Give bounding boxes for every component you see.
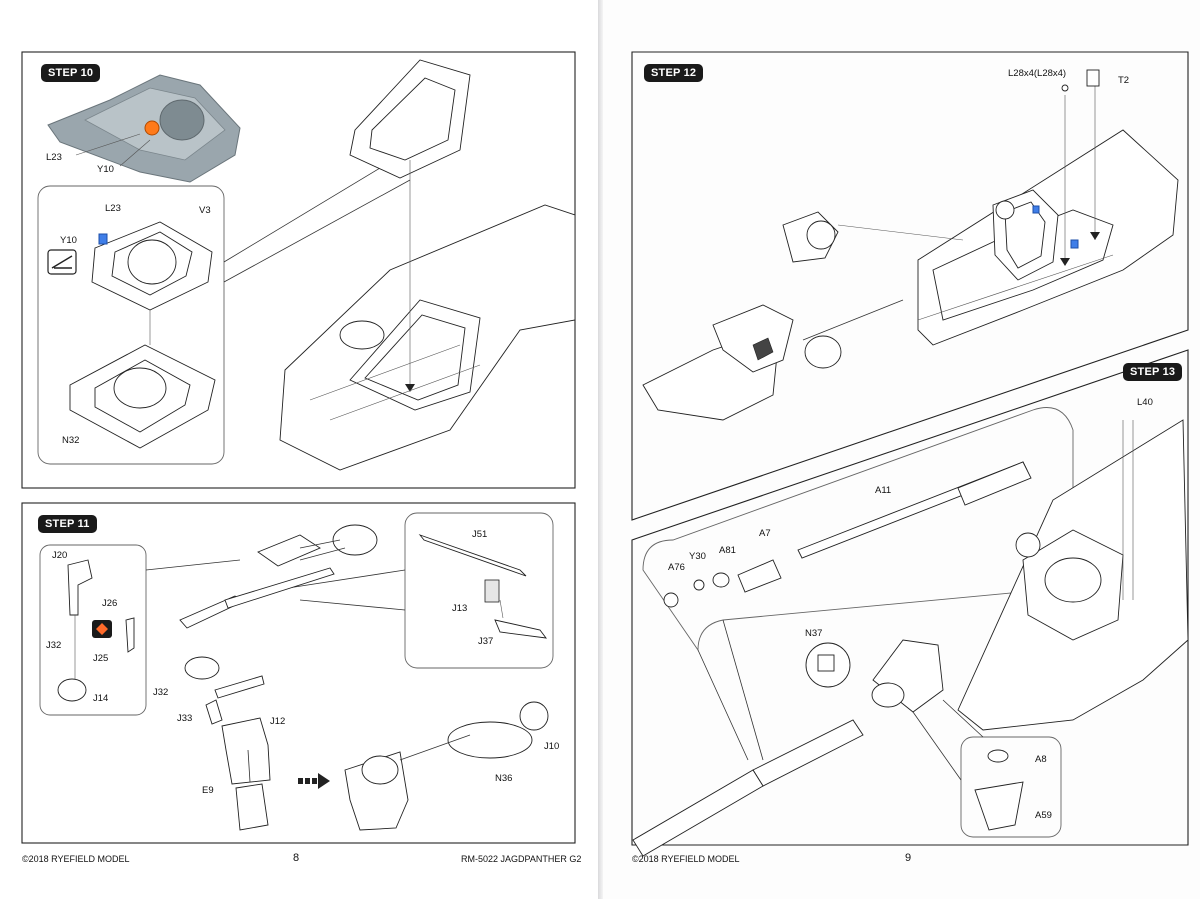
label-y10-photo: Y10 xyxy=(97,164,114,175)
label-j26: J26 xyxy=(102,598,118,609)
label-y30: Y30 xyxy=(689,551,706,562)
label-v3: V3 xyxy=(199,205,211,216)
label-j12: J12 xyxy=(270,716,286,727)
glue-icon xyxy=(47,249,77,275)
label-n32: N32 xyxy=(62,435,80,446)
book-spine xyxy=(598,0,606,899)
l23-photo-etch xyxy=(98,233,108,245)
right-page: STEP 12 L28x4(L28x4) T2 STEP 13 L40 A11 … xyxy=(603,0,1200,899)
step-12-gun-mount xyxy=(642,211,964,421)
step-12-badge: STEP 12 xyxy=(644,64,704,82)
left-page-number: 8 xyxy=(293,852,300,864)
label-l23-photo: L23 xyxy=(46,152,62,163)
step-13-small-inset xyxy=(960,736,1062,838)
left-footer-copyright: ©2018 RYEFIELD MODEL xyxy=(22,854,130,864)
right-page-drawing xyxy=(631,51,1189,857)
y10-resin-part xyxy=(144,120,160,136)
step-11-inset-right xyxy=(404,512,554,669)
step-12-frame xyxy=(631,51,1189,521)
label-e9: E9 xyxy=(202,785,214,796)
label-a76: A76 xyxy=(668,562,685,573)
label-j20: J20 xyxy=(52,550,68,561)
step-10-photo xyxy=(47,74,241,183)
step-10-hull xyxy=(279,59,576,471)
step-13-hull xyxy=(957,419,1189,731)
step-11-frame xyxy=(21,502,576,844)
label-j32b: J32 xyxy=(153,687,169,698)
label-l40: L40 xyxy=(1137,397,1153,408)
assembly-arrow-icon xyxy=(298,773,330,789)
label-a11: A11 xyxy=(875,485,892,496)
step-10-badge: STEP 10 xyxy=(41,64,101,82)
label-j37: J37 xyxy=(478,636,494,647)
label-j33: J33 xyxy=(177,713,193,724)
label-t2: T2 xyxy=(1118,75,1130,86)
step-12-hull xyxy=(917,80,1179,346)
label-a7: A7 xyxy=(759,528,771,539)
left-page: STEP 10 L23 Y10 L23 V3 Y10 N32 STEP 11 J… xyxy=(0,0,600,899)
right-footer-copyright: ©2018 RYEFIELD MODEL xyxy=(632,854,740,864)
label-j51: J51 xyxy=(472,529,488,540)
step-13-badge: STEP 13 xyxy=(1123,363,1183,381)
label-l23: L23 xyxy=(105,203,121,214)
label-a59: A59 xyxy=(1035,810,1052,821)
step-13-barrel xyxy=(632,461,1032,857)
label-n37: N37 xyxy=(805,628,823,639)
label-a81: A81 xyxy=(719,545,736,556)
left-page-drawing xyxy=(21,51,576,844)
label-j14: J14 xyxy=(93,693,109,704)
label-j13: J13 xyxy=(452,603,468,614)
right-page-number: 9 xyxy=(905,852,912,864)
step-13-frame xyxy=(631,349,1189,846)
left-footer-product: RM-5022 JAGDPANTHER G2 xyxy=(461,854,582,864)
label-j10: J10 xyxy=(544,741,560,752)
step-11-badge: STEP 11 xyxy=(38,515,97,533)
label-y10: Y10 xyxy=(60,235,77,246)
label-j32a: J32 xyxy=(46,640,62,651)
label-j25: J25 xyxy=(93,653,109,664)
step-10-inset xyxy=(37,185,225,465)
step-11-inset-left xyxy=(39,544,147,716)
photo-etch-icon xyxy=(92,620,112,638)
label-n36: N36 xyxy=(495,773,513,784)
label-l28: L28x4(L28x4) xyxy=(1008,68,1067,79)
label-a8: A8 xyxy=(1035,754,1047,765)
